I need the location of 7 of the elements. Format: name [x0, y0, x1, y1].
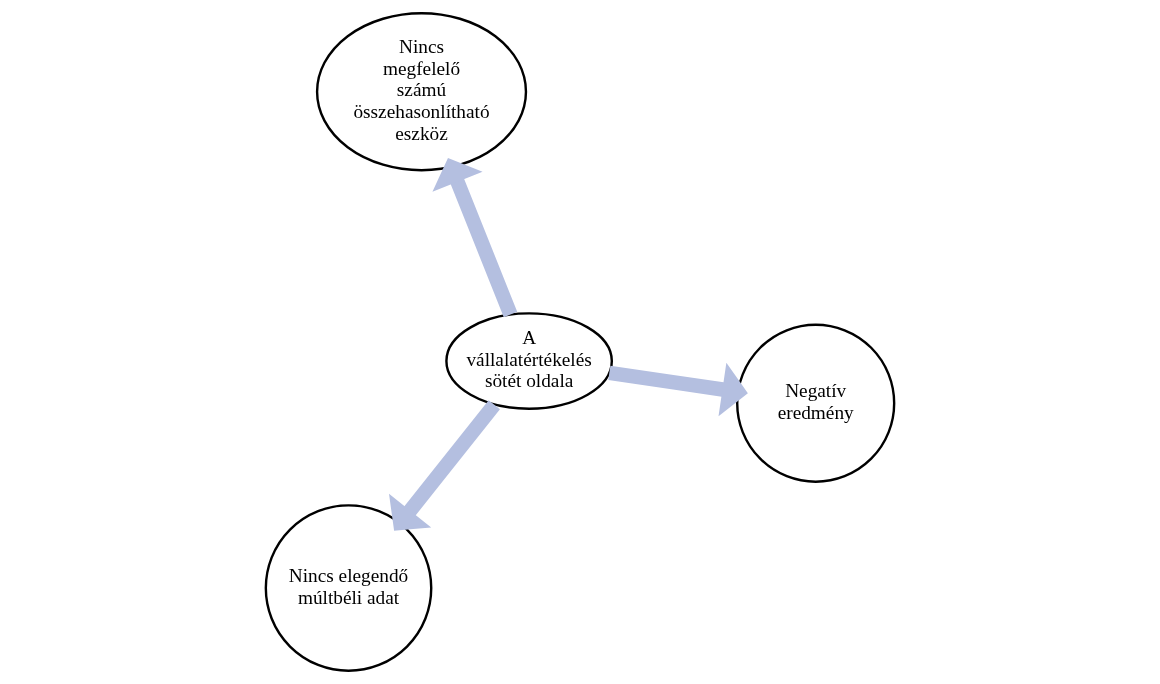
node-ellipse: Nincs megfelelő számú összehasonlítható eszköz	[315, 12, 528, 172]
arrow	[389, 400, 500, 531]
node-circle: Negatív eredmény	[736, 323, 896, 483]
arrow	[608, 362, 748, 417]
arrow	[432, 157, 518, 318]
node-ellipse: A vállalatértékelés sötét oldala	[445, 312, 613, 410]
node-circle: Nincs elegendő múltbéli adat	[264, 504, 433, 672]
